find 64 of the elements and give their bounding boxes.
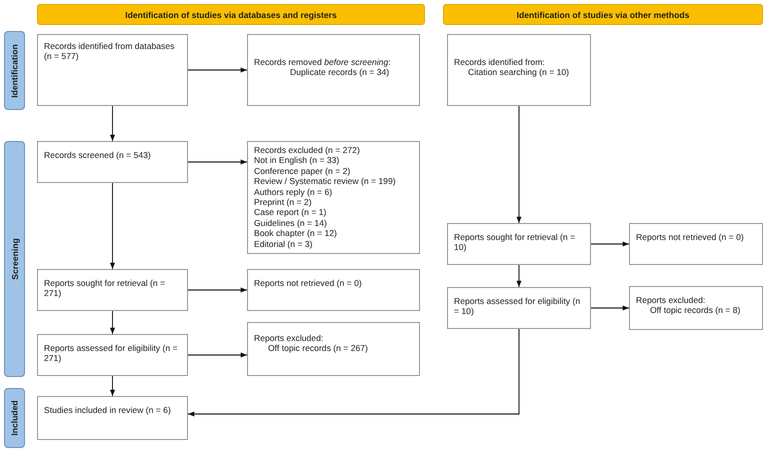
box-text: Records identified from: [454, 57, 546, 68]
box-text: Records identified from databases (n = 577) [44, 41, 176, 62]
box-text: Authors reply (n = 6) [254, 186, 334, 198]
process-box [247, 322, 420, 376]
box-text: Reports assessed for eligibility (n = 10) [454, 296, 582, 317]
process-box [447, 34, 591, 106]
box-text: Reports not retrieved (n = 0) [636, 232, 744, 242]
phase-band [4, 31, 25, 110]
box-text: Duplicate records (n = 34) [289, 67, 390, 78]
box-text: Reports assessed for eligibility (n = 271) [44, 343, 179, 364]
box-text: Guidelines (n = 14) [254, 218, 328, 228]
process-box [37, 334, 188, 376]
box-text: Records screened (n = 543) [44, 150, 151, 160]
box-text: Preprint (n = 2) [254, 197, 313, 208]
arrow [516, 106, 522, 224]
phase-label: Included [10, 400, 20, 436]
arrow [110, 376, 116, 396]
box-text: Off topic records (n = 8) [649, 305, 742, 316]
box-text: Book chapter (n = 12) [254, 228, 338, 239]
arrow [188, 159, 248, 165]
section-header [37, 4, 425, 25]
arrow [188, 287, 248, 293]
box-text: Reports sought for retrieval (n = 271) [44, 278, 166, 299]
arrow [188, 328, 520, 417]
box-text: Records removed before screening: [254, 57, 392, 68]
phase-band [4, 388, 25, 448]
arrow [590, 241, 630, 247]
box-text: Reports not retrieved (n = 0) [254, 278, 362, 288]
arrow [110, 182, 116, 270]
process-box [247, 34, 420, 106]
process-box [447, 223, 591, 265]
arrow [110, 106, 116, 142]
box-text: Reports excluded: [636, 295, 706, 306]
phase-label: Identification [10, 44, 20, 98]
box-text: Editorial (n = 3) [254, 238, 314, 250]
section-header [443, 4, 763, 25]
arrow [110, 310, 116, 334]
process-box [247, 269, 420, 311]
arrow [188, 67, 248, 73]
arrow [590, 305, 630, 311]
process-box [37, 141, 188, 183]
phase-label: Screening [10, 238, 20, 280]
box-text: Records excluded (n = 272) [254, 145, 361, 156]
process-box [447, 287, 591, 329]
box-text: Conference paper (n = 2) [254, 166, 352, 176]
arrow [516, 264, 522, 288]
box-text: Reports sought for retrieval (n = 10) [454, 232, 576, 253]
header-text: Identification of studies via databases and registers [125, 10, 337, 20]
box-text: Reports excluded: [254, 333, 324, 344]
box-text: Case report (n = 1) [254, 207, 328, 218]
process-box [37, 269, 188, 311]
process-box [37, 34, 188, 106]
arrow [188, 352, 248, 358]
box-text: Not in English (n = 33) [254, 155, 340, 166]
box-text: Off topic records (n = 267) [267, 343, 369, 354]
process-box [629, 286, 763, 330]
box-text: Citation searching (n = 10) [467, 67, 570, 78]
process-box [629, 223, 763, 265]
process-box [247, 141, 420, 254]
process-box [37, 396, 188, 440]
box-text: Studies included in review (n = 6) [44, 405, 171, 416]
header-text: Identification of studies via other methods [516, 10, 690, 20]
phase-band [4, 141, 25, 377]
box-text: Review / Systematic review (n = 199) [254, 176, 397, 187]
